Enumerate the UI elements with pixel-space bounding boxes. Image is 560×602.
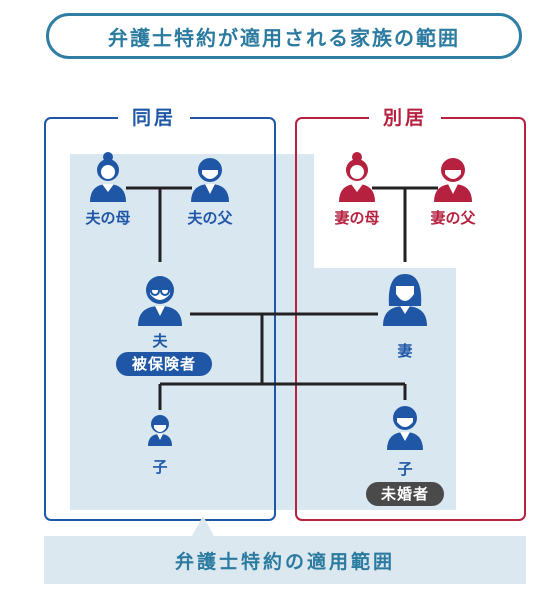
husband-father-icon bbox=[191, 158, 229, 202]
child-separate-label: 子 bbox=[397, 460, 413, 478]
husband-father-label: 夫の父 bbox=[187, 209, 233, 227]
unmarried-badge: 未婚者 bbox=[366, 482, 444, 506]
diagram-title: 弁護士特約が適用される家族の範囲 bbox=[46, 13, 522, 59]
child-separate-icon bbox=[387, 406, 423, 450]
same-household-label: 同居 bbox=[118, 106, 191, 130]
footer-pointer bbox=[192, 516, 214, 536]
child-same-icon bbox=[148, 415, 172, 446]
child-same-label: 子 bbox=[152, 458, 168, 476]
wife-mother-icon bbox=[339, 152, 375, 202]
husband-icon bbox=[138, 276, 182, 326]
husband-mother-icon bbox=[90, 152, 126, 202]
insured-badge: 被保険者 bbox=[116, 352, 212, 376]
scope-footer: 弁護士特約の適用範囲 bbox=[44, 536, 526, 584]
wife-father-label: 妻の父 bbox=[430, 209, 476, 227]
wife-label: 妻 bbox=[397, 342, 413, 360]
wife-icon bbox=[383, 274, 427, 326]
husband-label: 夫 bbox=[152, 332, 168, 350]
husband-mother-label: 夫の母 bbox=[85, 209, 131, 227]
wife-mother-label: 妻の母 bbox=[334, 209, 380, 227]
wife-father-icon bbox=[434, 158, 472, 202]
separate-household-label: 別居 bbox=[369, 106, 442, 130]
